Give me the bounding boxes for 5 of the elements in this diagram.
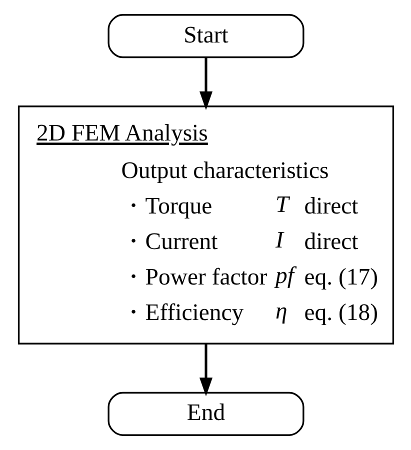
arrow [198,58,212,110]
node-box: Start [107,14,304,58]
node-box: End [107,392,304,436]
node-box: 2D FEM Analysis Output characteristics ・Torque T direct ・Current I direct ・Power factor pf eq. (17) ・Efficiency η eq. (18) [17,106,394,344]
arrow [198,344,212,396]
